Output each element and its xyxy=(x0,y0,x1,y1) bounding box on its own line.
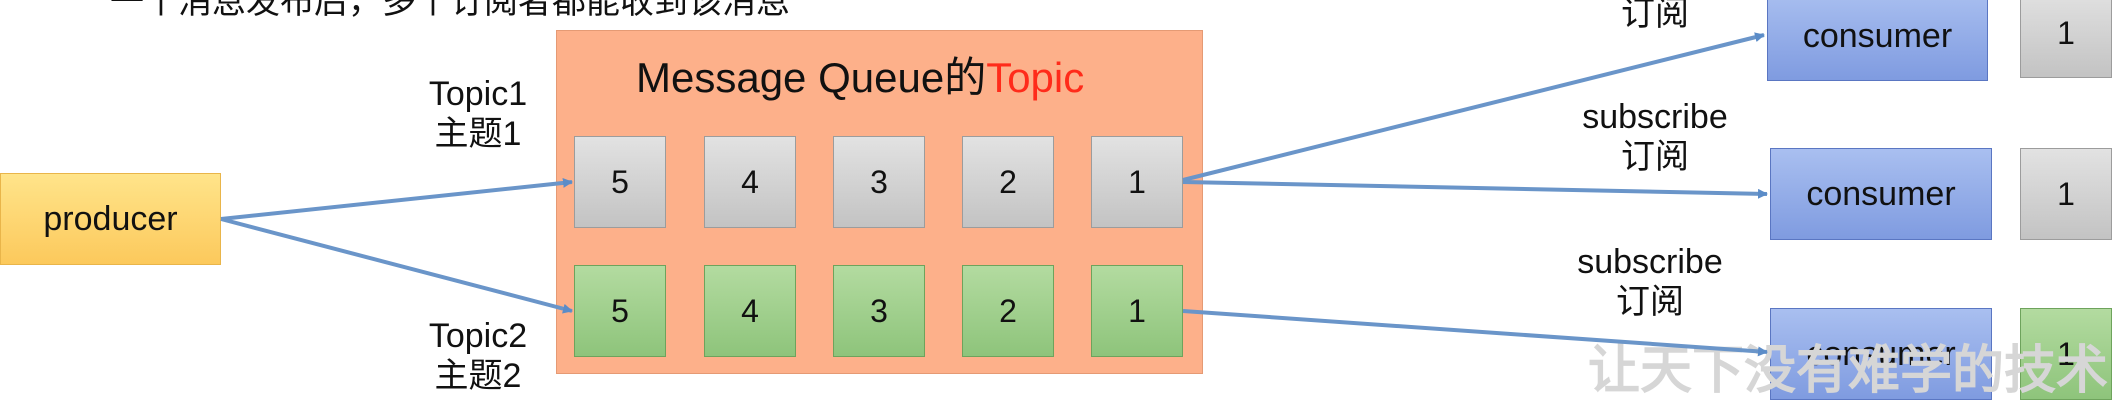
consumer-label-2: consumer xyxy=(1806,174,1956,213)
subscribe-en-3: subscribe xyxy=(1577,243,1723,281)
consumer-3-message: 1 xyxy=(2020,308,2112,400)
cell-value: 3 xyxy=(870,163,888,200)
topic2-cell-2: 4 xyxy=(704,265,796,357)
message-queue-title: Message Queue的Topic xyxy=(636,44,1084,105)
topic1-cn: 主题1 xyxy=(434,115,522,153)
consumer-box-3: consumer xyxy=(1770,308,1992,400)
arrow-topic2-to-consumer-3 xyxy=(1182,309,1768,357)
subscribe-cn-2: 订阅 xyxy=(1621,138,1689,176)
arrow-topic1-to-consumer-2 xyxy=(1182,180,1768,199)
message-value: 1 xyxy=(2057,175,2075,212)
producer-label: producer xyxy=(43,199,178,238)
consumer-label-1: consumer xyxy=(1802,16,1953,55)
cell-value: 5 xyxy=(611,292,629,329)
topic1-name: Topic1 xyxy=(428,75,528,113)
topic1-cell-1: 5 xyxy=(574,136,666,228)
subscribe-en-2: subscribe xyxy=(1582,98,1728,136)
topic1-label: Topic1 主题1 xyxy=(418,74,538,154)
arrow-topic1-to-consumer-1 xyxy=(1182,32,1765,182)
cell-value: 4 xyxy=(741,292,759,329)
subscribe-label-2: subscribe 订阅 xyxy=(1560,97,1750,177)
topic2-cell-1: 5 xyxy=(574,265,666,357)
cell-value: 2 xyxy=(999,292,1017,329)
cell-value: 4 xyxy=(741,163,759,200)
message-value: 1 xyxy=(2057,14,2075,51)
consumer-2-message: 1 xyxy=(2020,148,2112,240)
topic2-name: Topic2 xyxy=(428,317,528,355)
cell-value: 3 xyxy=(870,292,888,329)
topic1-cell-4: 2 xyxy=(962,136,1054,228)
topic1-cell-2: 4 xyxy=(704,136,796,228)
topic2-cell-5: 1 xyxy=(1091,265,1183,357)
arrow-producer-to-topic1 xyxy=(220,177,573,221)
queue-title-prefix: Message Queue的 xyxy=(636,54,987,101)
topic2-cell-3: 3 xyxy=(833,265,925,357)
watermark: 让天下没有难学的技术 xyxy=(1588,340,2109,401)
queue-title-accent: Topic xyxy=(986,54,1085,101)
subscribe-cn-3: 订阅 xyxy=(1616,283,1684,321)
topic1-cell-5: 1 xyxy=(1091,136,1183,228)
consumer-label-3: consumer xyxy=(1806,334,1956,373)
consumer-box-2: consumer xyxy=(1770,148,1992,240)
producer-box: producer xyxy=(0,173,221,265)
topic2-label: Topic2 主题2 xyxy=(418,316,538,396)
topic2-cell-4: 2 xyxy=(962,265,1054,357)
consumer-box-1: consumer xyxy=(1767,0,1988,81)
arrow-producer-to-topic2 xyxy=(220,217,573,314)
cell-value: 1 xyxy=(1128,163,1146,200)
message-value: 1 xyxy=(2057,335,2075,372)
top-partial-text: 一个消息发布后，多个订阅者都能收到该消息 xyxy=(110,0,790,21)
subscribe-label-3: subscribe 订阅 xyxy=(1555,242,1745,322)
subscribe-cn-1: 订阅 xyxy=(1621,0,1689,33)
cell-value: 2 xyxy=(999,163,1017,200)
topic1-cell-3: 3 xyxy=(833,136,925,228)
consumer-1-message: 1 xyxy=(2020,0,2112,78)
topic2-cn: 主题2 xyxy=(434,357,522,395)
cell-value: 1 xyxy=(1128,292,1146,329)
subscribe-label-1: 订阅 xyxy=(1560,0,1750,34)
cell-value: 5 xyxy=(611,163,629,200)
